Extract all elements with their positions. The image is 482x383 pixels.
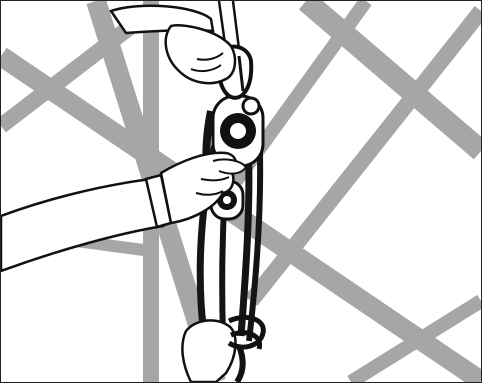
- pulley-attachment-hole: [243, 98, 259, 114]
- rope-coil: [229, 317, 263, 349]
- pulley-axle: [223, 196, 231, 204]
- upper-hand: [111, 6, 235, 83]
- pulley-axle: [230, 123, 246, 139]
- arm-sleeve: [1, 179, 163, 271]
- hand-outline: [182, 320, 235, 382]
- rope-tail: [237, 346, 243, 382]
